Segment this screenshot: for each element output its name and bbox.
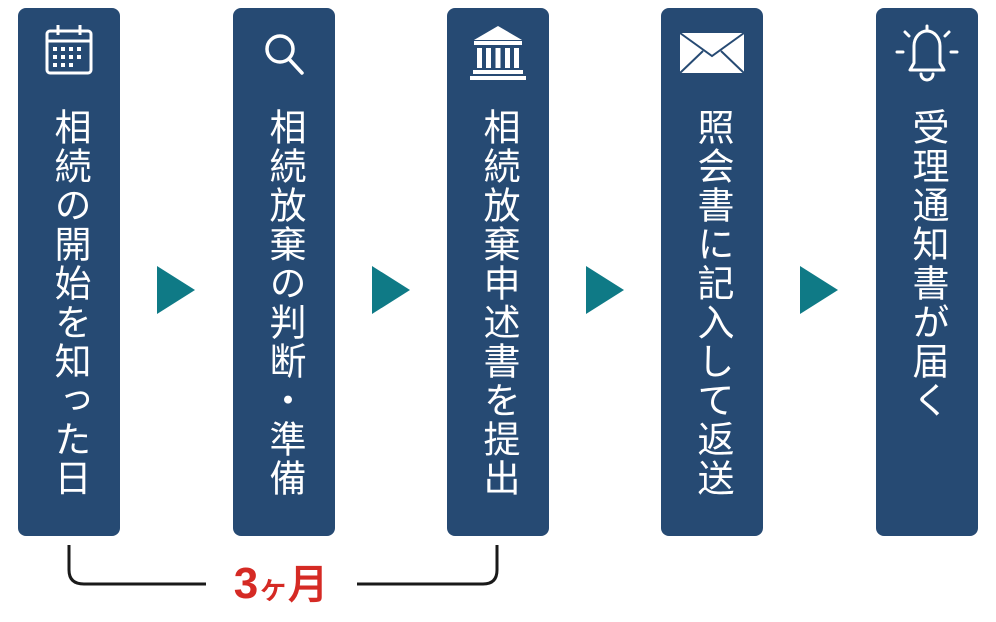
- calendar-icon: [18, 8, 120, 90]
- arrow-right-icon: [586, 266, 624, 314]
- period-bracket: [67, 545, 499, 586]
- period-label: 3ヶ月: [206, 556, 356, 612]
- step-5-label: 受理通知書が届く: [906, 108, 949, 420]
- arrow-right-icon: [372, 266, 410, 314]
- step-4-label: 照会書に記入して返送: [691, 108, 734, 498]
- step-1-label: 相続の開始を知った日: [48, 108, 91, 498]
- step-1-box: 相続の開始を知った日: [18, 8, 120, 536]
- envelope-icon: [661, 8, 763, 90]
- period-month: 月: [288, 563, 329, 607]
- step-2-label: 相続放棄の判断・準備: [263, 108, 306, 498]
- bell-icon: [876, 8, 978, 90]
- step-5-box: 受理通知書が届く: [876, 8, 978, 536]
- arrow-right-icon: [800, 266, 838, 314]
- period-unit: ヶ: [258, 572, 289, 605]
- courthouse-icon: [447, 8, 549, 90]
- period-number: 3: [233, 559, 259, 608]
- step-4-box: 照会書に記入して返送: [661, 8, 763, 536]
- step-3-box: 相続放棄申述書を提出: [447, 8, 549, 536]
- step-3-label: 相続放棄申述書を提出: [477, 108, 520, 498]
- step-2-box: 相続放棄の判断・準備: [233, 8, 335, 536]
- magnifier-icon: [233, 8, 335, 90]
- arrow-right-icon: [157, 266, 195, 314]
